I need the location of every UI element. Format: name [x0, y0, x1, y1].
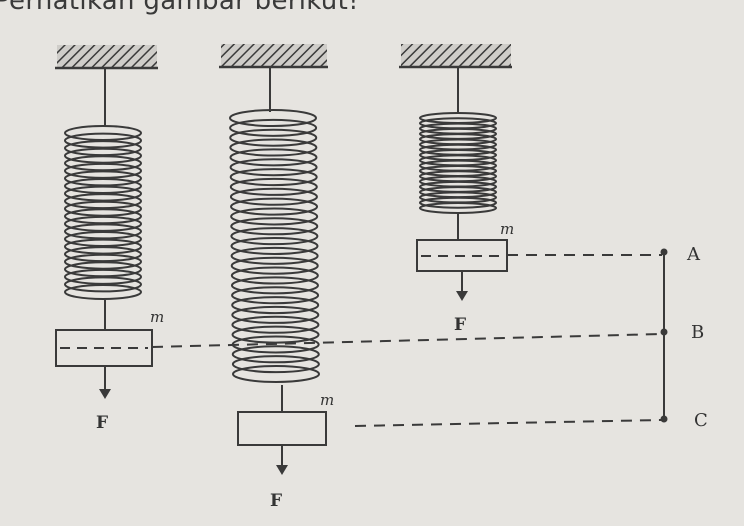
force-label-left: F [96, 413, 108, 433]
spring-middle-coils [229, 109, 320, 383]
spring-coil [64, 268, 142, 285]
spring-coil [230, 227, 319, 246]
spring-coil [231, 315, 320, 334]
spring-right [419, 67, 497, 240]
spring-coil [229, 187, 318, 206]
instruction-text: Perhatikan gambar berikut! [0, 0, 359, 16]
spring-coil [64, 140, 142, 157]
spring-coil [230, 197, 319, 216]
spring-coil [64, 170, 142, 187]
spring-coil [229, 128, 318, 147]
spring-coil [232, 365, 320, 383]
spring-coil [229, 168, 318, 187]
spring-coil [64, 238, 142, 255]
spring-coil [64, 147, 142, 164]
spring-coil [64, 284, 142, 300]
spring-coil [64, 162, 142, 179]
force-label-right: F [454, 315, 466, 335]
spring-coil [231, 296, 320, 315]
spring-coil [231, 325, 320, 344]
spring-coil [64, 185, 142, 202]
point-label-b: B [691, 322, 704, 343]
spring-coil [64, 193, 142, 210]
spring-coil [64, 231, 142, 247]
mass-label-right: m [500, 220, 514, 238]
spring-coil [231, 355, 320, 374]
spring-coil [230, 207, 319, 226]
spring-coil [229, 177, 318, 196]
ceiling-left [57, 45, 157, 67]
spring-coil [64, 155, 142, 172]
spring-coil [64, 223, 142, 240]
spring-coil [64, 261, 142, 278]
spring-coil [64, 246, 142, 263]
spring-coil [64, 253, 142, 270]
spring-coil [229, 158, 318, 177]
spring-middle [229, 67, 320, 412]
spring-coil [229, 118, 318, 137]
force-arrow-middle-head [276, 465, 288, 475]
spring-right-coils [419, 112, 497, 214]
force-arrow-left-head [99, 389, 111, 399]
spring-left [64, 68, 142, 330]
spring-coil [64, 178, 142, 194]
ceiling-middle [221, 44, 327, 66]
spring-coil [230, 217, 319, 236]
spring-coil [230, 246, 319, 265]
force-label-middle: F [270, 491, 282, 511]
spring-coil [64, 276, 142, 293]
point-a-marker [660, 248, 668, 256]
ceiling-right [401, 44, 511, 66]
spring-coil [64, 132, 142, 149]
mass-label-left: m [150, 308, 164, 326]
spring-coil [230, 266, 319, 285]
spring-coil [231, 345, 320, 364]
reference-line-b [151, 333, 663, 348]
point-c-marker [660, 415, 668, 423]
reference-line-c [354, 419, 663, 427]
point-label-a: A [686, 244, 701, 265]
force-arrow-right-head [456, 291, 468, 301]
spring-coil [229, 109, 317, 127]
spring-coil [419, 196, 497, 209]
spring-coil [64, 215, 142, 232]
spring-coil [229, 148, 318, 167]
spring-coil [231, 305, 320, 324]
spring-coil [64, 125, 142, 141]
spring-coil [64, 200, 142, 217]
mass-middle [237, 411, 327, 446]
mass-label-middle: m [320, 391, 334, 409]
point-label-c: C [694, 410, 708, 431]
spring-coil [229, 138, 318, 157]
spring-coil [230, 276, 319, 295]
point-b-marker [660, 328, 668, 336]
spring-left-coils [64, 125, 142, 300]
spring-coil [231, 286, 320, 305]
spring-coil [230, 237, 319, 255]
spring-coil [230, 256, 319, 275]
spring-coil [64, 208, 142, 225]
